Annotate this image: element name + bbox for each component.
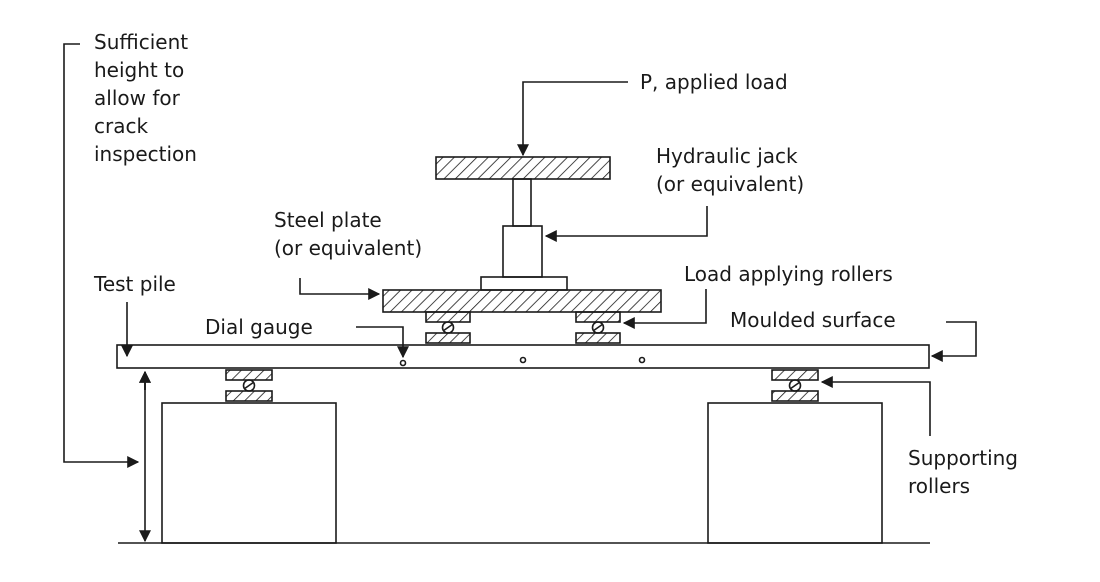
dial-gauge-label: Dial gauge (205, 315, 313, 339)
dial-gauge-point-1 (399, 359, 407, 367)
load-roller-right-top (575, 311, 621, 323)
height-leader (63, 43, 140, 468)
support-roller-right-top (771, 369, 819, 381)
applied-load-leader (517, 81, 628, 157)
supporting-rollers-leader (820, 376, 931, 436)
right-support-block (707, 402, 883, 544)
test-pile (116, 344, 930, 369)
load-rollers-label: Load applying rollers (684, 262, 893, 286)
jack-base (480, 276, 568, 291)
applied-load-label: P, applied load (640, 70, 788, 94)
jack-ram (512, 178, 532, 227)
load-rollers-leader (622, 289, 707, 329)
steel-plate-label: Steel plate (or equivalent) (274, 208, 423, 260)
test-pile-label: Test pile (94, 272, 176, 296)
dial-gauge-leader (356, 326, 409, 359)
hydraulic-jack-leader (544, 206, 708, 242)
jack-cylinder (502, 225, 543, 278)
steel-plate (382, 289, 662, 313)
support-roller-right-bottom (771, 390, 819, 402)
loading-beam (435, 156, 611, 180)
moulded-surface-label: Moulded surface (730, 308, 896, 332)
dial-gauge-point-3 (638, 356, 646, 364)
hydraulic-jack-label: Hydraulic jack (or equivalent) (656, 144, 805, 196)
load-roller-left-top (425, 311, 471, 323)
supporting-rollers-label: Supporting rollers (908, 446, 1018, 498)
left-support-block (161, 402, 337, 544)
support-roller-left-top (225, 369, 273, 381)
dial-gauge-point-2 (519, 356, 527, 364)
load-roller-left-bottom (425, 332, 471, 344)
steel-plate-leader (299, 278, 381, 300)
load-roller-right-bottom (575, 332, 621, 344)
moulded-surface-leader (930, 321, 977, 362)
height-note-label: Sufficient height to allow for crack ins… (94, 30, 197, 166)
support-roller-left-bottom (225, 390, 273, 402)
